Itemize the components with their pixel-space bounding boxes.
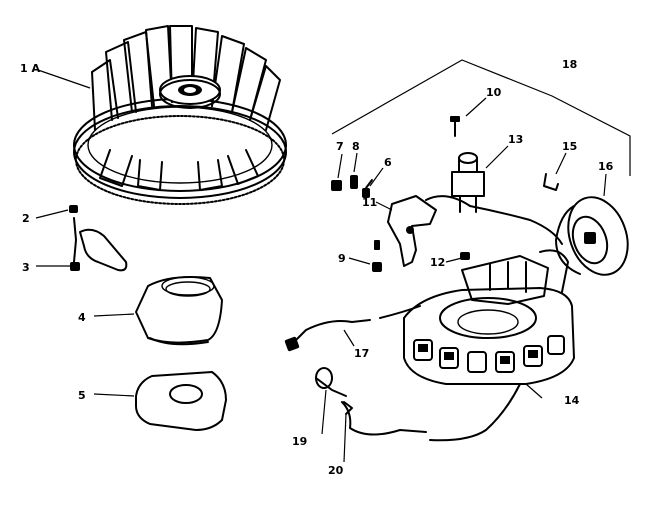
callout-19: 19 bbox=[292, 435, 307, 448]
callout-1a: 1 A bbox=[20, 62, 40, 75]
callout-3: 3 bbox=[22, 261, 30, 274]
terminal-connector bbox=[451, 152, 485, 213]
flywheel bbox=[73, 25, 287, 205]
callout-5: 5 bbox=[78, 389, 86, 402]
ignition-coil bbox=[555, 196, 629, 276]
small-hardware bbox=[331, 116, 460, 272]
callout-17: 17 bbox=[354, 347, 369, 360]
callout-20: 20 bbox=[328, 464, 344, 477]
callout-2: 2 bbox=[22, 212, 30, 225]
ground-wire bbox=[284, 305, 421, 352]
callout-14: 14 bbox=[564, 394, 580, 407]
flat-washer bbox=[135, 371, 227, 431]
callout-labels: 1 A 2 3 4 5 6 7 8 9 10 11 12 13 14 15 16… bbox=[20, 58, 614, 477]
callout-16: 16 bbox=[598, 160, 614, 173]
wire-connector bbox=[315, 367, 427, 436]
mounting-bracket bbox=[387, 195, 563, 267]
stator-assembly bbox=[403, 249, 575, 442]
callout-7: 7 bbox=[336, 140, 344, 153]
cup-washer bbox=[135, 276, 223, 346]
callout-12: 12 bbox=[430, 256, 445, 269]
callout-15: 15 bbox=[562, 140, 577, 153]
callout-10: 10 bbox=[486, 86, 502, 99]
assembly-bracket-18 bbox=[331, 59, 631, 176]
callout-6: 6 bbox=[384, 156, 392, 169]
spring-clip bbox=[543, 173, 559, 191]
callout-9: 9 bbox=[338, 252, 346, 265]
flywheel-key-bracket bbox=[69, 205, 128, 272]
callout-8: 8 bbox=[352, 140, 360, 153]
callout-11: 11 bbox=[362, 196, 377, 209]
callout-13: 13 bbox=[508, 133, 523, 146]
callout-18: 18 bbox=[562, 58, 577, 71]
leader-lines bbox=[35, 69, 607, 463]
callout-4: 4 bbox=[78, 311, 86, 324]
